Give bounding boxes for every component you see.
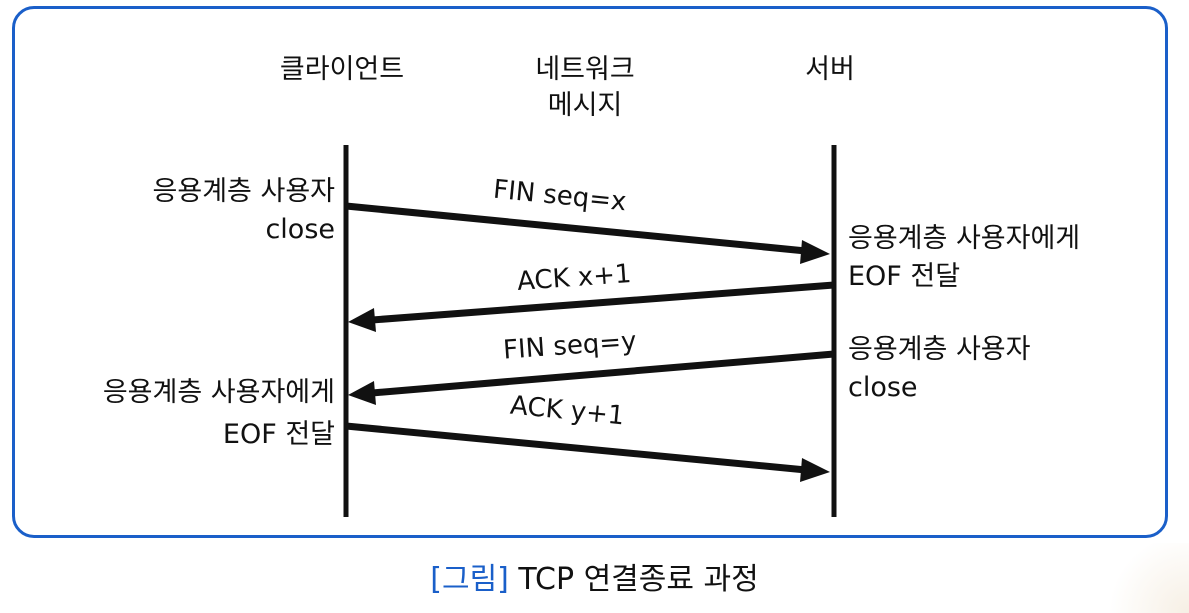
server-close-label-line1: 응용계층 사용자 bbox=[848, 334, 1031, 365]
client-eof-label-line2: EOF 전달 bbox=[222, 419, 335, 450]
client-eof-label-line1: 응용계층 사용자에게 bbox=[102, 377, 335, 408]
server-close-label-line2: close bbox=[848, 372, 918, 403]
message-arrow-ack-x1 bbox=[348, 281, 835, 332]
client-close-label-line1: 응용계층 사용자 bbox=[152, 176, 335, 207]
client-header: 클라이언트 bbox=[279, 54, 405, 85]
server-eof-label-line1: 응용계층 사용자에게 bbox=[848, 223, 1081, 254]
client-close-label-line2: close bbox=[265, 214, 335, 245]
server-header: 서버 bbox=[805, 54, 855, 85]
network-header-line2: 메시지 bbox=[547, 90, 623, 121]
message-arrow-fin-y bbox=[348, 350, 835, 405]
message-arrow-fin-x bbox=[345, 202, 830, 264]
message-arrow-ack-y1 bbox=[345, 422, 830, 482]
server-eof-label-line2: EOF 전달 bbox=[848, 261, 961, 292]
caption-text: TCP 연결종료 과정 bbox=[508, 562, 759, 597]
figure-caption: [그림] TCP 연결종료 과정 bbox=[0, 562, 1189, 598]
network-header-line1: 네트워크 bbox=[535, 54, 635, 85]
caption-tag: [그림] bbox=[430, 562, 509, 597]
corner-decoration bbox=[1099, 543, 1189, 613]
